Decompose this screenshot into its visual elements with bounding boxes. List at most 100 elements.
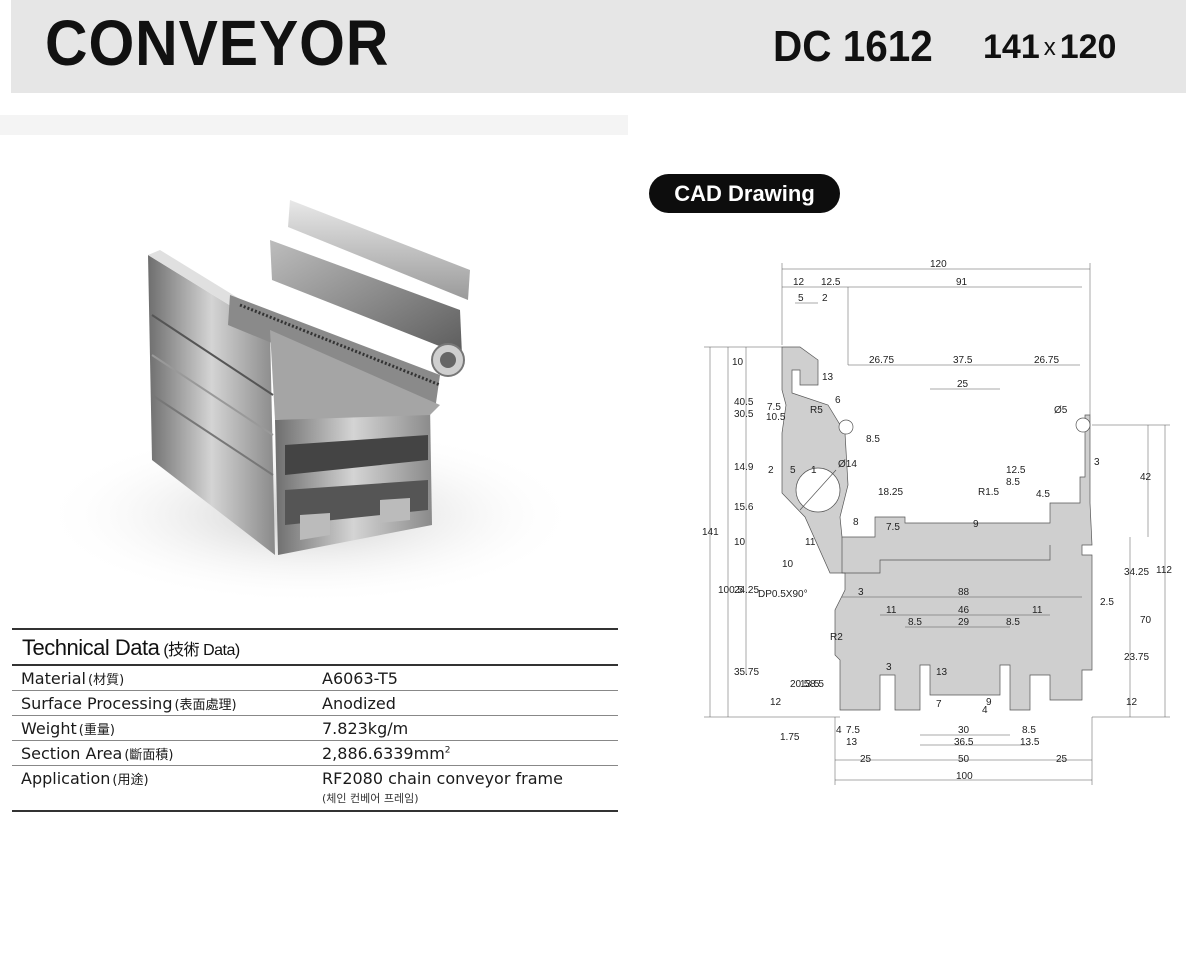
dimension-label: 46: [958, 605, 970, 616]
table-row: Section Area(斷面積) 2,886.6339mm2: [12, 741, 618, 766]
dimension-label: 36.5: [954, 737, 974, 748]
dimension-label: 6: [835, 395, 841, 406]
dimension-label: 88: [958, 587, 970, 598]
table-row: Material(材質) A6063-T5: [12, 666, 618, 691]
dimension-label: R5: [810, 405, 823, 416]
dimension-label: 29: [958, 617, 970, 628]
dimension-label: 13: [846, 737, 858, 748]
dimension-label: 8.5: [810, 679, 824, 690]
dimension-label: 12.5: [1006, 465, 1026, 476]
dimension-label: 7.5: [846, 725, 860, 736]
row-key: Material(材質): [21, 669, 125, 688]
product-image: [0, 115, 628, 605]
dimension-label: 8.5: [866, 434, 880, 445]
dimension-label: 20.5: [790, 679, 810, 690]
dimension-label: 13.5: [800, 679, 820, 690]
dimension-label: 112: [1156, 565, 1172, 576]
cad-dimension-labels: 120 12 12.5 91 5 2 26.75 37.5 26.75 25 6…: [702, 259, 1172, 782]
dimension-label: 10: [732, 357, 744, 368]
dimension-label: 35.75: [734, 667, 759, 678]
dimension-label: 40.5: [734, 397, 754, 408]
dimension-label: 13.5: [1020, 737, 1040, 748]
dimension-label: 30.5: [734, 409, 754, 420]
row-key: Surface Processing(表面處理): [21, 694, 237, 713]
dimension-label: 12: [1126, 697, 1138, 708]
dimension-label: 15.6: [734, 502, 754, 513]
dimension-label: 5: [790, 465, 796, 476]
dimension-label: 42: [1140, 472, 1152, 483]
table-row: Weight(重量) 7.823kg/m: [12, 716, 618, 741]
dimension-label: 8: [853, 517, 859, 528]
row-key: Application(用途): [21, 769, 149, 788]
row-value: 2,886.6339mm2: [322, 744, 451, 763]
row-value: A6063-T5: [322, 669, 398, 688]
dimension-label: 9: [986, 697, 992, 708]
dimension-label: 50: [958, 754, 970, 765]
row-value: RF2080 chain conveyor frame: [322, 769, 563, 788]
dimension-label: 3: [1094, 457, 1100, 468]
size-x: x: [1043, 34, 1056, 61]
dimension-label: R1.5: [978, 487, 1000, 498]
dimension-label: 8.5: [1022, 725, 1036, 736]
dimension-label: Ø5: [1054, 405, 1068, 416]
dimension-label: 24.25: [734, 585, 759, 596]
row-key: Section Area(斷面積): [21, 744, 174, 763]
model-number: DC 1612: [773, 22, 933, 71]
dimension-label: 5: [798, 293, 804, 304]
dimension-label: 8.5: [1006, 617, 1020, 628]
dimension-label: R2: [830, 632, 843, 643]
dimension-label: 2: [768, 465, 774, 476]
dimension-label: 1.75: [780, 732, 800, 743]
dimension-label: 10.5: [766, 412, 786, 423]
technical-data-title: Technical Data(技術 Data): [22, 635, 240, 660]
dimension-label: 10: [734, 537, 746, 548]
dimension-label: 11: [805, 537, 816, 548]
dimension-label: 37.5: [953, 355, 973, 366]
dimension-label: 7.5: [767, 402, 781, 413]
dimension-label: 23.75: [1124, 652, 1149, 663]
dimension-label: 8.5: [1006, 477, 1020, 488]
dimension-label: 25: [860, 754, 872, 765]
table-row: Application(用途) RF2080 chain conveyor fr…: [12, 766, 618, 812]
row-value: 7.823kg/m: [322, 719, 409, 738]
dimension-label: 7: [936, 699, 942, 710]
dimension-label: 11: [1032, 605, 1043, 616]
dimension-label: 14.9: [734, 462, 754, 473]
dimension-label: 8.5: [908, 617, 922, 628]
dimension-label: 12: [793, 277, 805, 288]
dimension-label: 141: [702, 527, 719, 538]
dimension-label: 1: [811, 465, 817, 476]
cad-drawing-label: CAD Drawing: [649, 174, 840, 213]
technical-data-table: Technical Data(技術 Data) Material(材質) A60…: [12, 628, 618, 812]
cad-drawing: 120 12 12.5 91 5 2 26.75 37.5 26.75 25 6…: [702, 259, 1172, 785]
dimension-label: 26.75: [1034, 355, 1059, 366]
dimension-label: 26.75: [869, 355, 894, 366]
dimension-label: 100: [956, 771, 973, 782]
dimension-label: 2: [822, 293, 828, 304]
dimension-label: 13: [936, 667, 948, 678]
dimension-label: 3: [858, 587, 864, 598]
dimension-label: 70: [1140, 615, 1152, 626]
dimension-label: 10: [782, 559, 794, 570]
dimension-label: 3: [886, 662, 892, 673]
dimension-label: 120: [930, 259, 947, 270]
size-width: 141: [983, 28, 1040, 66]
dimension-label: DP0.5X90°: [758, 589, 808, 600]
dimension-label: 4: [836, 725, 842, 736]
dimension-label: 4.5: [1036, 489, 1050, 500]
dimension-label: 30: [958, 725, 970, 736]
dimension-label: 18.25: [878, 487, 903, 498]
row-key: Weight(重量): [21, 719, 115, 738]
dimension-label: 25: [1056, 754, 1068, 765]
dimension-label: 100.5: [718, 585, 743, 596]
row-value: Anodized: [322, 694, 396, 713]
row-value-note: (체인 컨베어 프레임): [322, 792, 419, 805]
dimension-label: 13: [822, 372, 834, 383]
dimension-label: 12.5: [821, 277, 841, 288]
dimension-label: 7.5: [886, 522, 900, 533]
dimension-label: Ø14: [838, 459, 857, 470]
dimension-label: 9: [973, 519, 979, 530]
dimension-label: 4: [982, 705, 988, 716]
dimension-label: 34.25: [1124, 567, 1149, 578]
